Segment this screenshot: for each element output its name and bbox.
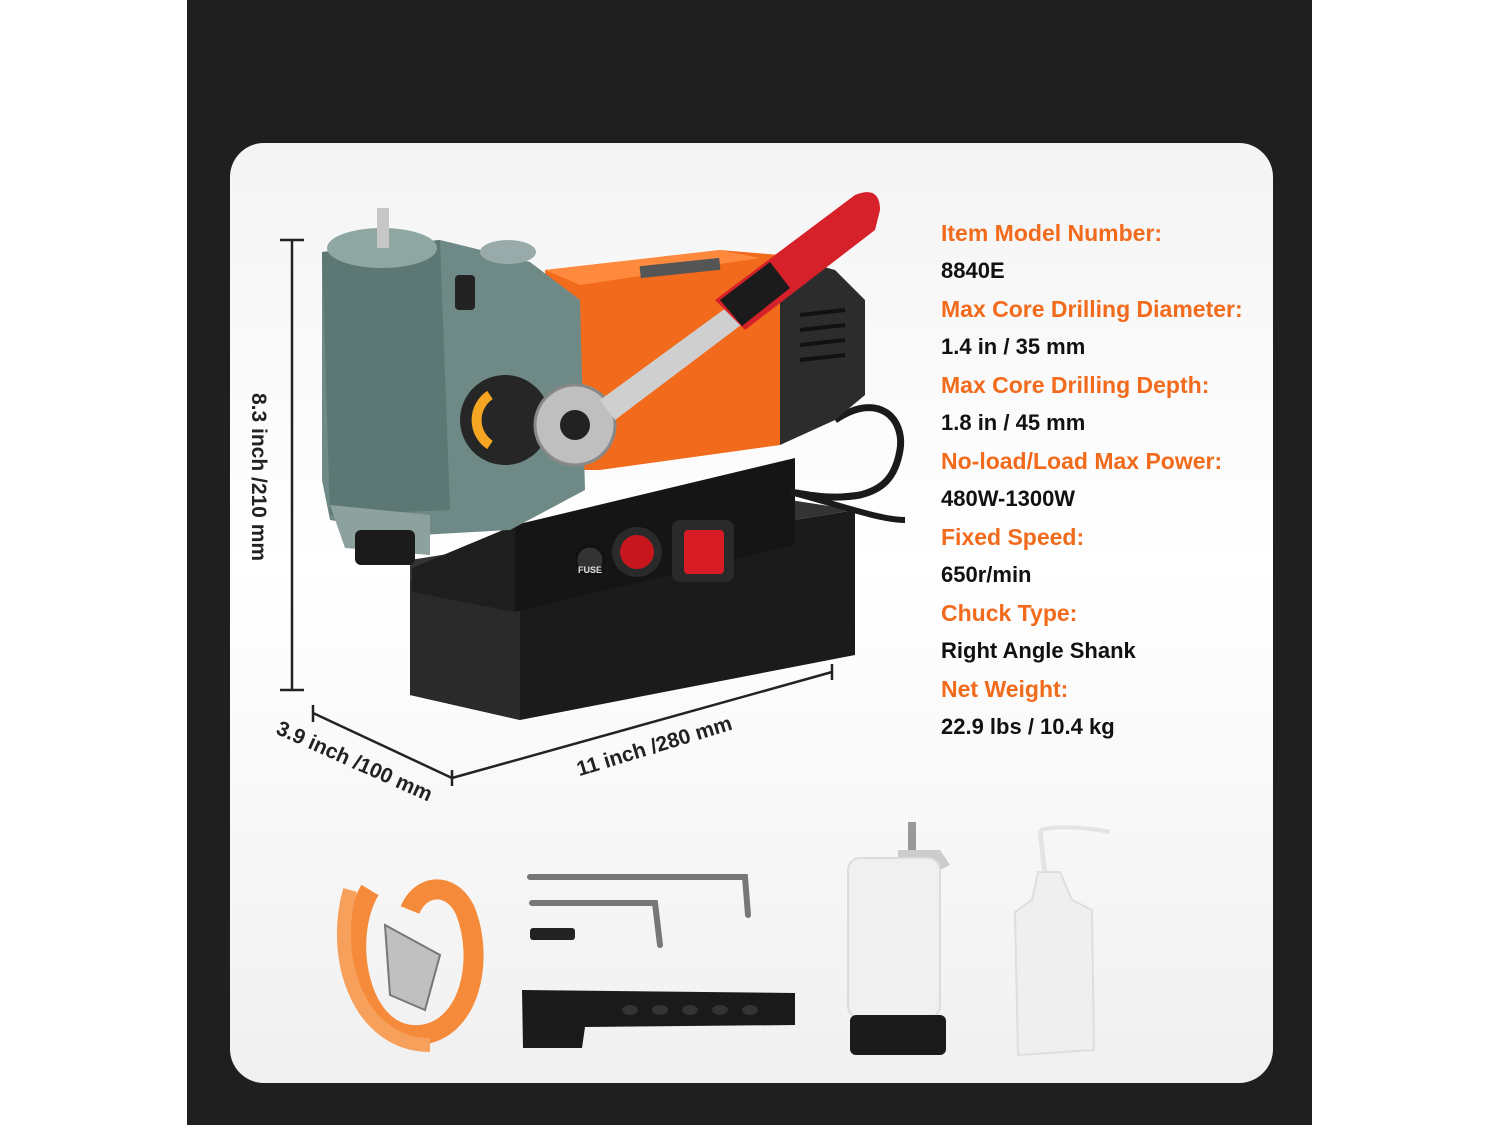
ratchet-handle	[533, 192, 880, 467]
spec-value: 1.4 in / 35 mm	[941, 334, 1086, 359]
squeeze-bottle-accessory	[1013, 825, 1111, 1057]
spec-value: 8840E	[941, 258, 1005, 283]
hex-keys-accessory	[527, 874, 751, 948]
spec-value: Right Angle Shank	[941, 638, 1136, 663]
spec-label: Chuck Type:	[941, 600, 1078, 626]
spec-label: No-load/Load Max Power:	[941, 448, 1223, 474]
spec-list: Item Model Number: 8840E Max Core Drilli…	[941, 214, 1271, 746]
spec-item-speed: Fixed Speed: 650r/min	[941, 518, 1271, 594]
ratchet-strap-accessory	[336, 879, 484, 1052]
spec-label: Max Core Drilling Diameter:	[941, 296, 1243, 322]
spec-item-weight: Net Weight: 22.9 lbs / 10.4 kg	[941, 670, 1271, 746]
dimension-lines	[280, 238, 834, 786]
drill-head	[322, 208, 585, 565]
spec-item-diameter: Max Core Drilling Diameter: 1.4 in / 35 …	[941, 290, 1271, 366]
spec-item-chuck: Chuck Type: Right Angle Shank	[941, 594, 1271, 670]
spec-label: Max Core Drilling Depth:	[941, 372, 1210, 398]
spec-value: 1.8 in / 45 mm	[941, 410, 1086, 435]
height-dimension-label: 8.3 inch /210 mm	[247, 392, 271, 562]
spec-item-depth: Max Core Drilling Depth: 1.8 in / 45 mm	[941, 366, 1271, 442]
spec-item-model: Item Model Number: 8840E	[941, 214, 1271, 290]
spec-value: 22.9 lbs / 10.4 kg	[941, 714, 1115, 739]
control-switches: FUSE	[574, 520, 734, 582]
fuse-label: FUSE	[578, 565, 602, 575]
coolant-tank-accessory	[847, 822, 950, 1055]
power-cord	[789, 404, 906, 523]
handle-grip-accessory	[522, 990, 795, 1048]
spec-label: Fixed Speed:	[941, 524, 1085, 550]
spec-label: Item Model Number:	[941, 220, 1163, 246]
spec-value: 650r/min	[941, 562, 1032, 587]
spec-item-power: No-load/Load Max Power: 480W-1300W	[941, 442, 1271, 518]
spec-label: Net Weight:	[941, 676, 1069, 702]
spec-value: 480W-1300W	[941, 486, 1076, 511]
